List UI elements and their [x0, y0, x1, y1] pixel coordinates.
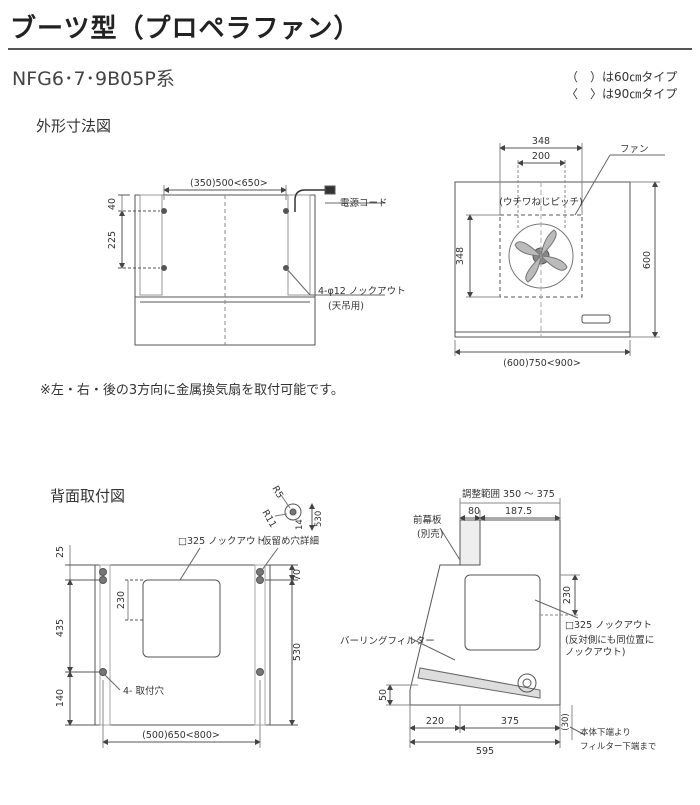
- knockout-label: 4-φ12 ノックアウト: [318, 286, 406, 297]
- mount-remark: ※左・右・後の3方向に金属換気扇を取付可能です。: [40, 383, 344, 398]
- back-dim-70: 70: [292, 569, 303, 581]
- front-plate-sub: (別売): [417, 528, 443, 540]
- side2-dim-595: 595: [476, 746, 494, 757]
- back-knockout-label: □325 ノックアウト: [178, 536, 265, 547]
- baring-filter-label: バーリングフィルター: [340, 635, 435, 647]
- side2-dim-80: 80: [468, 506, 480, 517]
- side-dim-348: 348: [455, 247, 466, 265]
- side2-knockout-label: □325 ノックアウト: [565, 620, 652, 631]
- back-dim-530: 530: [292, 643, 303, 661]
- side2-dim-375: 375: [501, 716, 519, 727]
- front-plate-label: 前幕板: [413, 514, 442, 526]
- power-cord-label: 電源コード: [340, 198, 388, 209]
- front-view: [118, 185, 385, 346]
- back-dim-14: 14: [295, 519, 305, 530]
- back-dim-230: 230: [116, 591, 127, 609]
- back-dim-25: 25: [55, 546, 66, 558]
- back-view: [65, 494, 315, 748]
- body-bottom-label: 本体下端より: [580, 727, 631, 738]
- title-divider: [8, 48, 692, 50]
- temp-hole-label: 仮留め穴詳細: [262, 535, 319, 547]
- back-dim-140: 140: [55, 689, 66, 707]
- side-dim-600: 600: [642, 251, 653, 269]
- back-section-title: 背面取付図: [50, 487, 126, 505]
- side-bottom-width: (600)750<900>: [503, 358, 581, 369]
- model-number: NFG6･7･9B05P系: [12, 68, 175, 90]
- back-dim-435: 435: [55, 619, 66, 637]
- side2-dim-230: 230: [562, 586, 573, 604]
- side2-dim-50: 50: [378, 689, 389, 701]
- outline-section-title: 外形寸法図: [36, 117, 112, 135]
- side2-knockout-note2: ノックアウト): [565, 647, 626, 658]
- filter: [417, 667, 541, 699]
- page-title: ブーツ型（プロペラファン）: [10, 14, 361, 44]
- side2-dim-220: 220: [426, 716, 444, 727]
- r5-label: R5: [269, 484, 285, 500]
- r11-label: R11: [259, 508, 278, 530]
- pitch-label: (ウチワねじピッチ): [499, 197, 582, 208]
- back-bottom-width: (500)650<800>: [142, 730, 220, 741]
- front-dim-40: 40: [107, 198, 118, 210]
- switch-panel: [581, 314, 611, 324]
- side2-knockout-square: [464, 574, 541, 651]
- side-dim-200: 200: [532, 151, 550, 162]
- side2-dim-187-5: 187.5: [505, 506, 532, 517]
- side-view: [454, 143, 665, 356]
- side2-body: [409, 519, 561, 706]
- mount-hole-label: 4- 取付穴: [123, 685, 164, 697]
- adjust-range-label: 調整範囲 350 ～ 375: [462, 488, 555, 500]
- back-dim-530-small: 530: [314, 511, 324, 527]
- filter-bottom-label: フィルター下端まで: [580, 741, 656, 752]
- knockout-sub-label: (天吊用): [328, 301, 364, 312]
- front-dim-225: 225: [107, 231, 118, 249]
- side-dim-348-top: 348: [532, 136, 550, 147]
- side2-view: [386, 498, 586, 748]
- fan-label: ファン: [620, 144, 649, 155]
- side2-knockout-note1: (反対側にも同位置に: [565, 634, 654, 646]
- size-note-90: 〈 〉は90㎝タイプ: [566, 87, 678, 101]
- side2-dim-30: (30): [561, 713, 571, 730]
- front-width-label: (350)500<650>: [190, 178, 268, 189]
- size-note-60: （ ）は60㎝タイプ: [566, 70, 678, 84]
- back-body: [94, 564, 271, 726]
- back-knockout-square: [142, 579, 221, 658]
